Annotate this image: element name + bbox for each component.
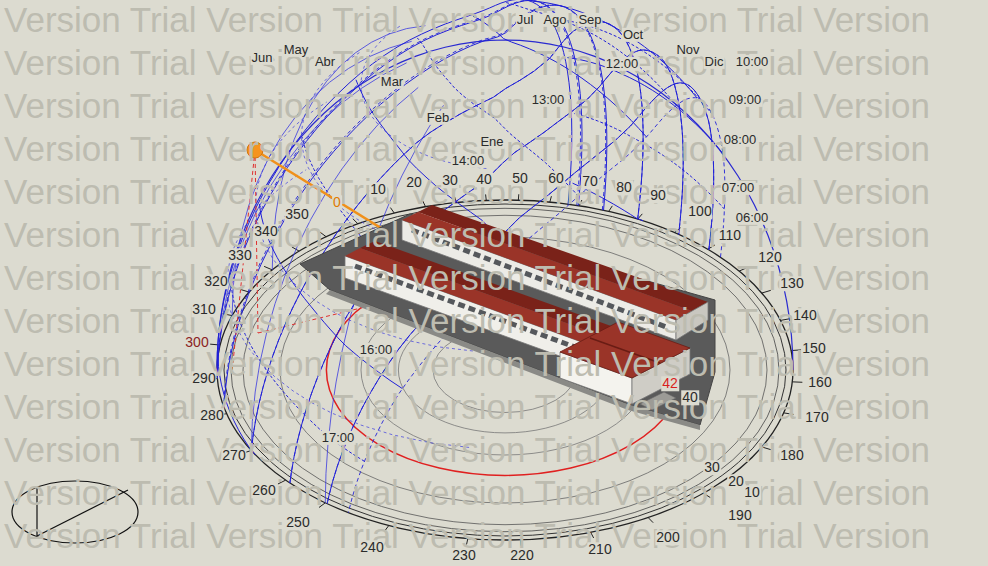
altitude-number: 20 xyxy=(727,474,745,489)
azimuth-number: 210 xyxy=(587,542,612,557)
hour-label: 09:00 xyxy=(728,93,763,107)
month-label: Ago xyxy=(542,13,567,27)
azimuth-number: 40 xyxy=(475,172,493,187)
hour-label: 10:00 xyxy=(735,55,770,69)
watermark: Version Trial Version Trial Version Tria… xyxy=(4,216,930,255)
altitude-number: 10 xyxy=(743,485,761,500)
month-label: Mar xyxy=(380,75,404,89)
watermark: Version Trial Version Trial Version Tria… xyxy=(4,345,930,384)
azimuth-number: 120 xyxy=(757,250,782,265)
altitude-number: 40 xyxy=(681,390,699,405)
azimuth-number: 170 xyxy=(804,410,829,425)
azimuth-number: 350 xyxy=(284,207,309,222)
azimuth-number: 190 xyxy=(727,508,752,523)
hour-label: 07:00 xyxy=(721,181,756,195)
azimuth-number: 200 xyxy=(655,530,680,545)
watermark: Version Trial Version Trial Version Tria… xyxy=(4,44,930,83)
hour-label: 14:00 xyxy=(451,154,486,168)
month-label: Dic xyxy=(704,55,725,69)
month-label: Feb xyxy=(426,111,450,125)
month-label: Ene xyxy=(479,135,504,149)
watermark: Version Trial Version Trial Version Tria… xyxy=(4,474,930,513)
hour-label: 17:00 xyxy=(321,431,356,445)
azimuth-number: 20 xyxy=(405,175,423,190)
hour-label: 13:00 xyxy=(531,93,566,107)
altitude-number: 30 xyxy=(703,460,721,475)
azimuth-number: 220 xyxy=(509,548,534,563)
month-label: Jun xyxy=(251,51,274,65)
azimuth-number: 180 xyxy=(779,448,804,463)
azimuth-number: 230 xyxy=(451,548,476,563)
azimuth-number: 60 xyxy=(547,171,565,186)
month-label: Jul xyxy=(516,13,535,27)
watermark: Version Trial Version Trial Version Tria… xyxy=(4,1,930,40)
azimuth-number: 90 xyxy=(649,188,667,203)
altitude-number: 42 xyxy=(661,376,679,391)
azimuth-number: 70 xyxy=(581,174,599,189)
azimuth-number: 160 xyxy=(807,375,832,390)
azimuth-number: 150 xyxy=(801,341,826,356)
watermark: Version Trial Version Trial Version Tria… xyxy=(4,302,930,341)
azimuth-number: 80 xyxy=(615,180,633,195)
hour-label: 16:00 xyxy=(359,343,394,357)
azimuth-number: 30 xyxy=(441,173,459,188)
azimuth-number: 100 xyxy=(687,204,712,219)
azimuth-number: 270 xyxy=(221,448,246,463)
azimuth-number: 300 xyxy=(184,335,209,350)
azimuth-number: 130 xyxy=(779,276,804,291)
azimuth-number: 110 xyxy=(718,228,742,243)
azimuth-number: 140 xyxy=(792,308,817,323)
azimuth-number: 330 xyxy=(227,248,252,263)
hour-label: 06:00 xyxy=(735,211,770,225)
hour-label: 08:00 xyxy=(723,133,758,147)
azimuth-number: 250 xyxy=(285,515,310,530)
watermark: Version Trial Version Trial Version Tria… xyxy=(4,173,930,212)
azimuth-number: 310 xyxy=(191,302,216,317)
month-label: Abr xyxy=(314,55,336,69)
watermark: Version Trial Version Trial Version Tria… xyxy=(4,87,930,126)
azimuth-number: 340 xyxy=(253,224,278,239)
watermark: Version Trial Version Trial Version Tria… xyxy=(4,388,930,427)
azimuth-number: 240 xyxy=(359,540,384,555)
month-label: Nov xyxy=(675,43,700,57)
azimuth-number: 0 xyxy=(332,195,342,210)
month-label: Oct xyxy=(622,28,644,42)
month-label: Sep xyxy=(577,13,602,27)
azimuth-number: 50 xyxy=(511,171,529,186)
azimuth-number: 10 xyxy=(369,182,387,197)
hour-label: 12:00 xyxy=(605,57,640,71)
azimuth-number: 290 xyxy=(191,371,216,386)
azimuth-number: 320 xyxy=(203,274,228,289)
azimuth-number: 260 xyxy=(251,483,276,498)
month-label: May xyxy=(283,43,310,57)
azimuth-number: 280 xyxy=(199,408,224,423)
